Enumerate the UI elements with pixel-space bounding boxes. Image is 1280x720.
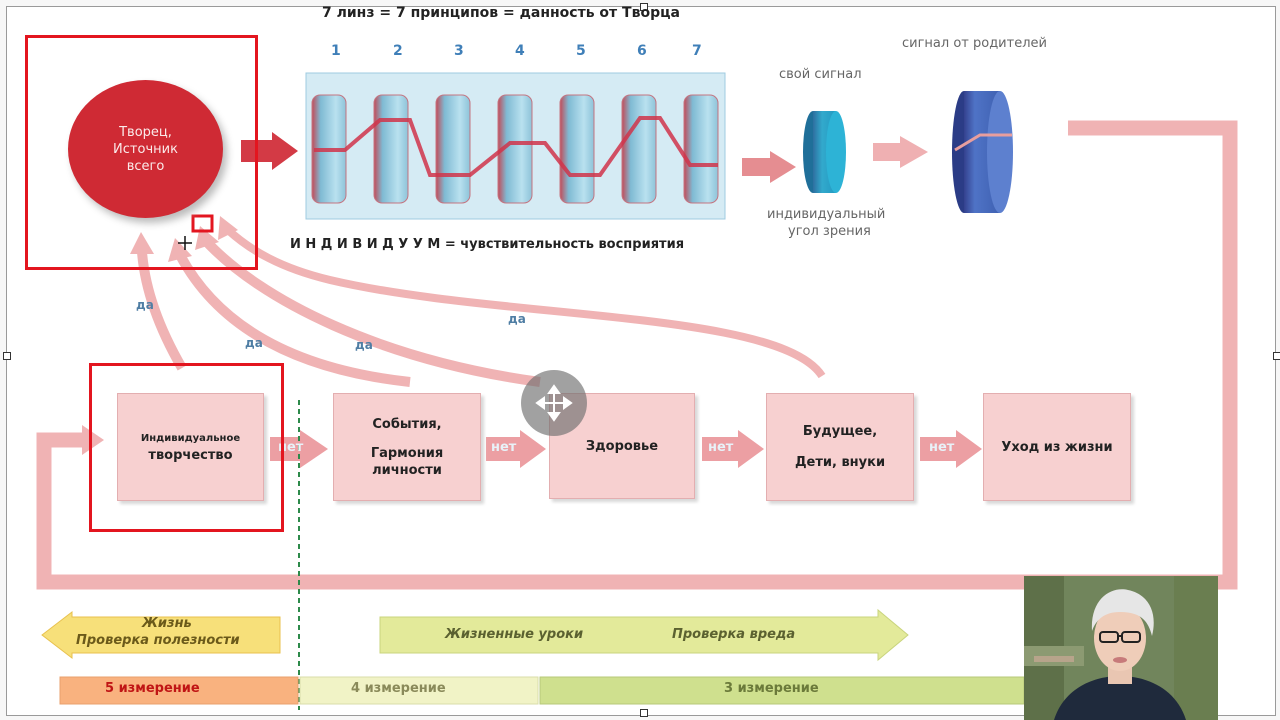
dimension-5-bar <box>59 676 299 705</box>
step-label: Здоровье <box>585 439 659 454</box>
yes-arrow-3 <box>201 236 541 387</box>
dimension-4-bar <box>299 676 539 705</box>
presenter-video-icon <box>1024 576 1218 720</box>
step-box-creativity: Индивидуальное творчество <box>117 393 264 501</box>
dimension-3-label: 3 измерение <box>724 681 819 696</box>
highlight-square <box>191 214 214 233</box>
lens-number: 3 <box>454 43 464 59</box>
arrow-to-parents-signal <box>873 136 928 168</box>
creator-circle: Творец, Источник всего <box>68 80 223 218</box>
step-label: Индивидуальное <box>140 433 241 444</box>
individual-caption: И Н Д И В И Д У У М = чувствительность в… <box>290 237 685 252</box>
lens-number: 4 <box>515 43 525 59</box>
yes-arrow-4 <box>225 227 826 379</box>
selection-handle[interactable] <box>640 709 648 717</box>
no-arrow-4 <box>920 430 982 468</box>
yes-label: да <box>245 336 263 350</box>
own-signal-label: свой сигнал <box>779 67 862 82</box>
lens-number: 5 <box>576 43 586 59</box>
step-label: личности <box>372 462 442 478</box>
no-arrow-2 <box>486 430 546 468</box>
crosshair-cursor-icon <box>178 236 192 250</box>
step-label: Гармония <box>370 445 444 461</box>
angle-label-line2: угол зрения <box>788 224 871 239</box>
dimension-5-label: 5 измерение <box>105 681 200 696</box>
move-arrows-icon <box>535 384 573 422</box>
step-label: Будущее, <box>802 424 878 439</box>
step-label: События, <box>372 416 442 432</box>
own-signal-filter <box>803 111 846 193</box>
yes-label: да <box>136 298 154 312</box>
step-label: Дети, внуки <box>794 455 886 470</box>
no-label: нет <box>708 440 734 455</box>
harm-check-label: Проверка вреда <box>672 627 796 642</box>
lens-number: 6 <box>637 43 647 59</box>
parents-signal-label: сигнал от родителей <box>902 36 1047 51</box>
step-box-events: События, Гармония личности <box>333 393 481 501</box>
yes-arrow-2 <box>175 252 411 387</box>
step-box-health: Здоровье <box>549 393 695 499</box>
step-box-departure: Уход из жизни <box>983 393 1131 501</box>
dimension-4-label: 4 измерение <box>351 681 446 696</box>
lens-number: 2 <box>393 43 403 59</box>
highlight-frame-creativity <box>89 363 284 532</box>
selection-handle[interactable] <box>640 3 648 11</box>
yes-label: да <box>508 312 526 326</box>
webcam-overlay <box>1024 576 1218 720</box>
lessons-arrow <box>379 608 909 662</box>
no-label: нет <box>929 440 955 455</box>
life-arrow <box>41 610 281 660</box>
step-label: Уход из жизни <box>1001 439 1113 455</box>
selection-handle[interactable] <box>3 352 11 360</box>
arrow-to-own-signal <box>742 151 796 183</box>
perception-ray <box>314 116 718 177</box>
highlight-frame-creator <box>25 35 258 270</box>
life-arrow-label-1: Жизнь <box>142 616 192 631</box>
yes-label: да <box>355 338 373 352</box>
selection-handle[interactable] <box>1273 352 1280 360</box>
no-label: нет <box>278 440 304 455</box>
diagram-title: 7 линз = 7 принципов = данность от Творц… <box>322 5 680 21</box>
no-label: нет <box>491 440 517 455</box>
step-label: творчество <box>148 448 233 463</box>
no-arrow-3 <box>702 430 764 468</box>
yes-arrow-1 <box>137 251 187 371</box>
lens-number: 1 <box>331 43 341 59</box>
parents-signal-filter <box>952 91 1013 213</box>
lens-number: 7 <box>692 43 702 59</box>
move-button[interactable] <box>521 370 587 436</box>
life-arrow-label-2: Проверка полезности <box>76 633 240 648</box>
return-loop-arrowhead <box>82 425 104 455</box>
return-loop-arrow <box>36 120 1238 590</box>
step-box-future: Будущее, Дети, внуки <box>766 393 914 501</box>
angle-label-line1: индивидуальный <box>767 207 886 222</box>
lessons-label: Жизненные уроки <box>445 627 584 642</box>
